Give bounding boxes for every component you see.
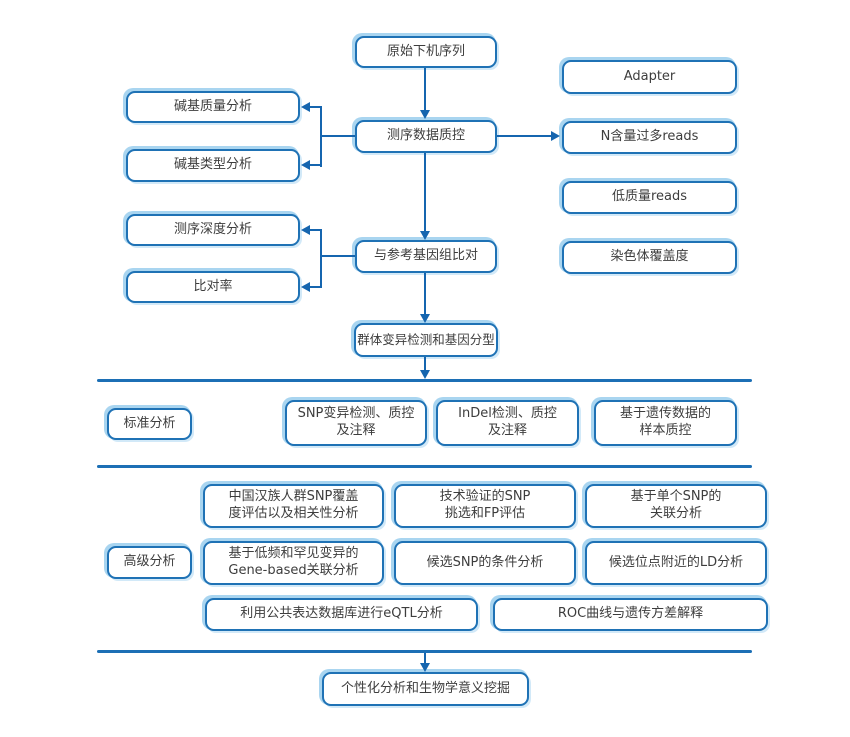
node-label-line2: 度评估以及相关性分析	[228, 506, 359, 521]
node-label-line1: 技术验证的SNP	[439, 489, 531, 505]
node-base-type: 碱基类型分析	[126, 149, 300, 182]
node-han-snp-coverage: 中国汉族人群SNP覆盖 度评估以及相关性分析	[203, 484, 384, 528]
connector-raw-to-qc	[424, 68, 426, 110]
node-seq-depth: 测序深度分析	[126, 214, 300, 246]
arrowhead-right-icon	[551, 131, 560, 141]
arrowhead-down-icon	[420, 314, 430, 323]
connector-align-left-stem	[320, 255, 355, 257]
node-label-line1: 基于低频和罕见变异的	[228, 546, 359, 562]
node-label: 候选位点附近的LD分析	[608, 554, 744, 570]
node-personalized-analysis: 个性化分析和生物学意义挖掘	[322, 672, 529, 706]
node-indel-detection: InDel检测、质控 及注释	[436, 400, 579, 446]
connector-to-seq-depth	[310, 229, 322, 231]
section-divider-bottom	[97, 650, 752, 653]
node-label-line1: 基于单个SNP的	[630, 489, 722, 505]
node-variant-genotyping: 群体变异检测和基因分型	[354, 323, 498, 357]
connector-variant-to-standard	[424, 357, 426, 370]
node-label-line2: 样本质控	[639, 423, 692, 438]
node-label: 测序数据质控	[386, 128, 465, 144]
node-align-reference: 与参考基因组比对	[355, 240, 497, 273]
arrowhead-down-icon	[420, 370, 430, 379]
connector-qc-left-bracket	[320, 106, 322, 167]
connector-to-base-type	[310, 164, 322, 166]
node-low-quality-reads: 低质量reads	[562, 181, 737, 214]
node-label-line1: SNP变异检测、质控	[297, 406, 415, 422]
node-label-line2: Gene-based关联分析	[228, 563, 359, 578]
connector-qc-to-align	[424, 153, 426, 231]
node-label-line1: InDel检测、质控	[458, 406, 557, 422]
node-label: 比对率	[193, 278, 233, 294]
connector-qc-to-nreads	[497, 135, 551, 137]
connector-align-to-variant	[424, 273, 426, 314]
arrowhead-down-icon	[420, 231, 430, 240]
node-label-line1: 中国汉族人群SNP覆盖	[228, 489, 359, 505]
arrowhead-left-icon	[301, 225, 310, 235]
node-roc-variance: ROC曲线与遗传方差解释	[493, 598, 768, 631]
connector-advanced-to-personalized	[424, 653, 426, 663]
node-validated-snp: 技术验证的SNP 挑选和FP评估	[394, 484, 576, 528]
node-label: 群体变异检测和基因分型	[357, 331, 495, 347]
node-chrom-coverage: 染色体覆盖度	[562, 241, 737, 274]
node-n-reads: N含量过多reads	[562, 121, 737, 154]
arrowhead-down-icon	[420, 663, 430, 672]
node-label: 候选SNP的条件分析	[426, 554, 544, 570]
node-gene-based-association: 基于低频和罕见变异的 Gene-based关联分析	[203, 541, 384, 585]
node-label: 测序深度分析	[173, 221, 252, 237]
node-label-line2: 关联分析	[649, 506, 702, 521]
connector-to-mapping-rate	[310, 286, 322, 288]
node-label: N含量过多reads	[600, 129, 699, 145]
node-label: ROC曲线与遗传方差解释	[557, 606, 704, 622]
section-label-text: 高级分析	[123, 554, 176, 570]
node-conditional-analysis: 候选SNP的条件分析	[394, 541, 576, 585]
node-sample-qc: 基于遗传数据的 样本质控	[594, 400, 737, 446]
node-label: 低质量reads	[611, 189, 688, 205]
node-label-line1: 基于遗传数据的	[619, 406, 711, 422]
node-mapping-rate: 比对率	[126, 271, 300, 303]
node-single-snp-association: 基于单个SNP的 关联分析	[585, 484, 767, 528]
section-label-standard: 标准分析	[107, 408, 192, 440]
node-label-line2: 挑选和FP评估	[444, 506, 526, 521]
node-label-line2: 及注释	[336, 423, 376, 438]
node-label: 利用公共表达数据库进行eQTL分析	[240, 606, 443, 622]
node-label-line2: 及注释	[487, 423, 527, 438]
arrowhead-left-icon	[301, 102, 310, 112]
arrowhead-down-icon	[420, 110, 430, 119]
arrowhead-left-icon	[301, 282, 310, 292]
node-label: 与参考基因组比对	[373, 248, 478, 264]
section-divider-middle	[97, 465, 752, 468]
node-label: 原始下机序列	[386, 43, 465, 59]
connector-to-base-quality	[310, 106, 322, 108]
node-label: 染色体覆盖度	[610, 249, 689, 265]
section-label-text: 标准分析	[123, 415, 176, 431]
node-label: 个性化分析和生物学意义挖掘	[340, 680, 510, 696]
node-data-qc: 测序数据质控	[355, 120, 497, 153]
node-base-quality: 碱基质量分析	[126, 91, 300, 123]
node-eqtl-analysis: 利用公共表达数据库进行eQTL分析	[205, 598, 478, 631]
arrowhead-left-icon	[301, 160, 310, 170]
node-raw-sequence: 原始下机序列	[355, 36, 497, 68]
node-label: 碱基类型分析	[173, 157, 252, 173]
node-snp-detection: SNP变异检测、质控 及注释	[285, 400, 427, 446]
node-adapter: Adapter	[562, 60, 737, 94]
section-label-advanced: 高级分析	[107, 546, 192, 579]
node-ld-analysis: 候选位点附近的LD分析	[585, 541, 767, 585]
node-label: 碱基质量分析	[173, 98, 252, 114]
connector-align-left-bracket	[320, 229, 322, 288]
section-divider-top	[97, 379, 752, 382]
connector-qc-left-stem	[320, 135, 355, 137]
node-label: Adapter	[623, 68, 676, 84]
